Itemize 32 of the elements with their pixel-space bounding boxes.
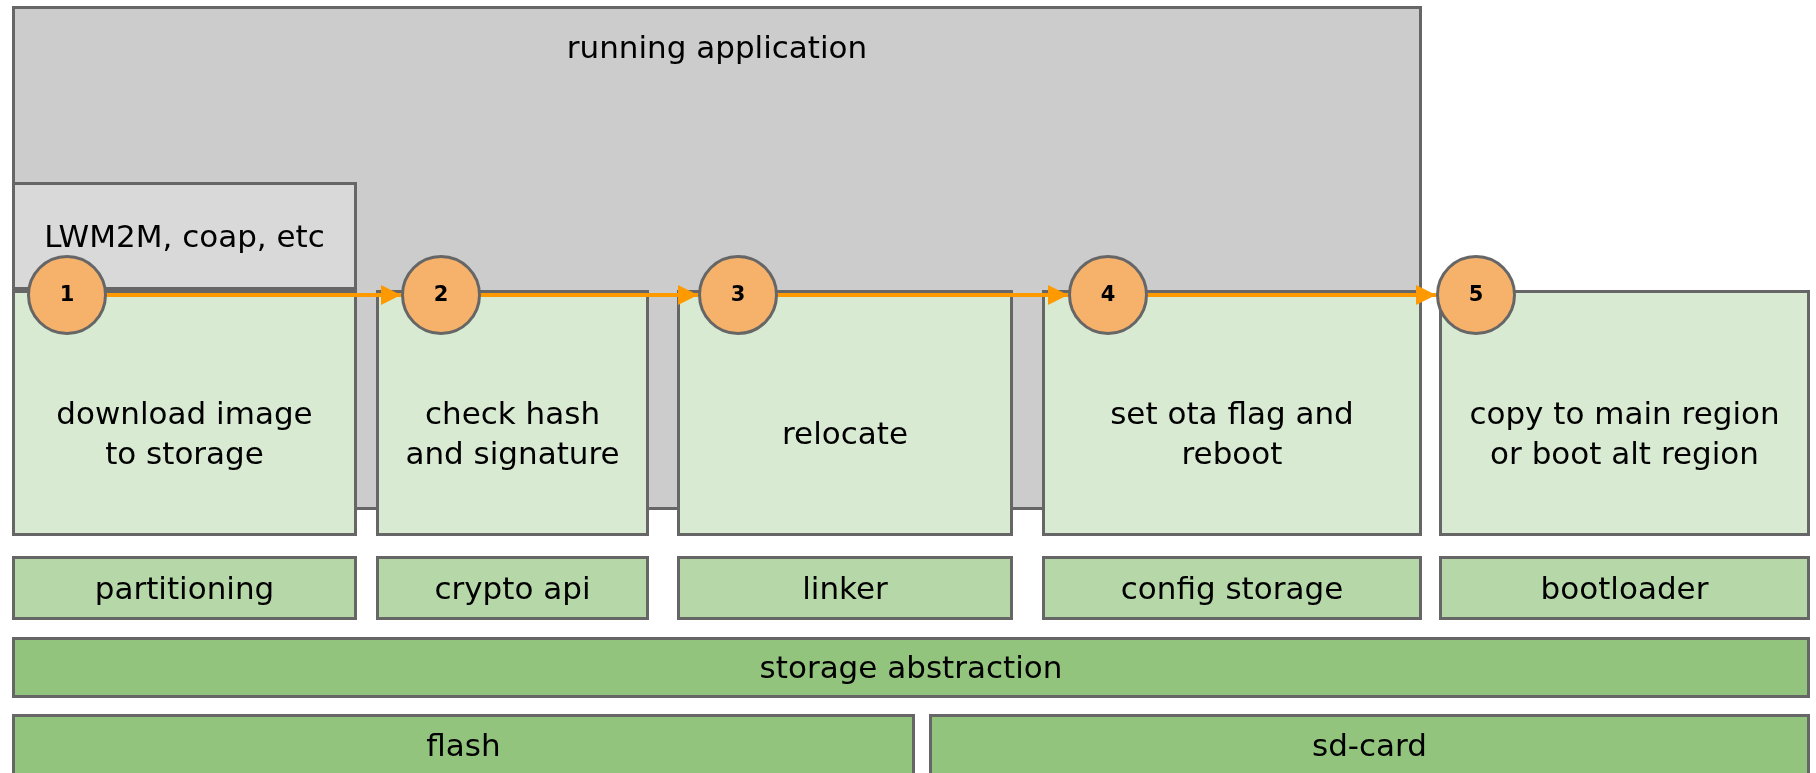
- service-box: [12, 556, 357, 620]
- service-label: linker: [802, 568, 888, 608]
- service-box: [1042, 556, 1422, 620]
- layer-label: storage abstraction: [759, 648, 1063, 688]
- service-label: config storage: [1120, 568, 1344, 608]
- step-number: 5: [1468, 281, 1484, 309]
- step-number: 2: [433, 281, 449, 309]
- step-number: 1: [59, 281, 75, 309]
- step-label: download image to storage: [55, 393, 314, 473]
- step-label: copy to main region or boot alt region: [1468, 393, 1781, 473]
- arrow: [1148, 285, 1436, 305]
- arrow: [107, 285, 401, 305]
- step-number: 4: [1100, 281, 1116, 309]
- storage-layer-box: [12, 714, 915, 773]
- storage-layer-box: [12, 637, 1810, 698]
- arrow: [481, 285, 698, 305]
- service-box: [1439, 556, 1810, 620]
- step-label: check hash and signature: [404, 393, 621, 473]
- step-number: 3: [730, 281, 746, 309]
- service-label: bootloader: [1540, 568, 1709, 608]
- service-label: partitioning: [94, 568, 275, 608]
- service-box: [677, 556, 1013, 620]
- layer-label: sd-card: [1312, 725, 1427, 765]
- storage-layer-box: [929, 714, 1810, 773]
- step-label: relocate: [782, 413, 908, 453]
- protocol-label: LWM2M, coap, etc: [44, 216, 325, 256]
- layer-label: running application: [566, 28, 868, 67]
- layer-label: flash: [426, 725, 501, 765]
- step-label: set ota flag and reboot: [1109, 393, 1355, 473]
- service-label: crypto api: [434, 568, 591, 608]
- arrow: [778, 285, 1068, 305]
- service-box: [376, 556, 649, 620]
